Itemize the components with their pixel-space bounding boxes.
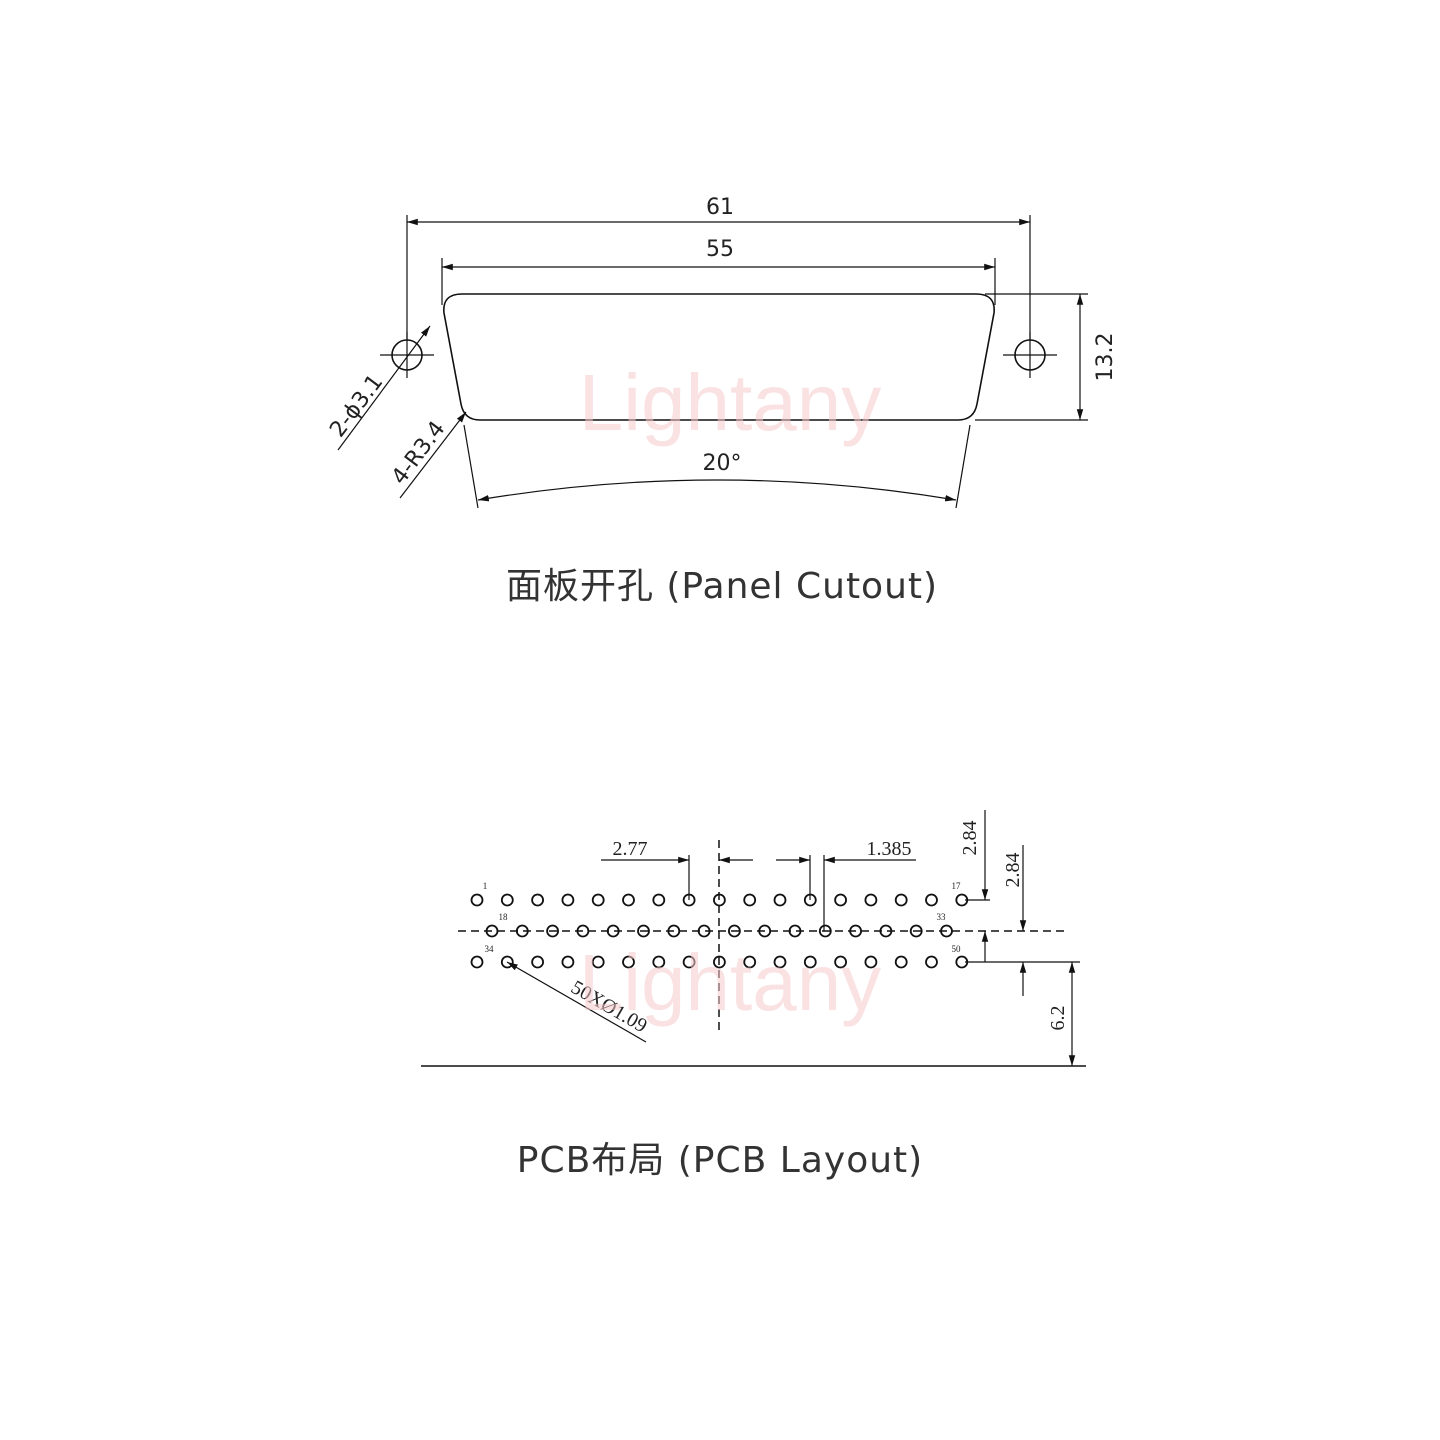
- d-sub-cutout-outline: [443, 293, 995, 421]
- pin-hole-47: [864, 955, 878, 969]
- pin-hole-36: [531, 955, 544, 969]
- pin-hole-19: [515, 924, 529, 938]
- pin-hole-4: [561, 893, 575, 907]
- pcb-pin-holes: [470, 893, 969, 969]
- pin-hole-18: [485, 924, 499, 938]
- pin-label-33: 33: [937, 912, 947, 922]
- pcb-layout-drawing: 1 17 18 33 34 50 2.77 1.385 2.84 2.84 6.…: [421, 810, 1086, 1067]
- pin-hole-45: [803, 955, 817, 969]
- pitch-label: 2.77: [613, 838, 648, 860]
- pin-hole-16: [925, 893, 938, 907]
- pin-hole-33: [940, 924, 953, 938]
- pin-hole-37: [561, 955, 575, 969]
- pin-hole-24: [667, 924, 681, 938]
- pin-hole-15: [894, 893, 908, 907]
- pin-hole-25: [697, 924, 711, 938]
- pin-hole-10: [743, 893, 757, 907]
- pin-hole-2: [500, 893, 514, 907]
- dim-angle-arc: [477, 479, 957, 502]
- pin-hole-42: [713, 955, 726, 969]
- panel-cutout-caption: 面板开孔 (Panel Cutout): [506, 566, 938, 607]
- pin-hole-26: [728, 924, 741, 938]
- pin-hole-13: [834, 893, 847, 907]
- watermark-panel: Lightany: [579, 358, 881, 447]
- pin-hole-6: [622, 893, 635, 907]
- edge-offset-label: 6.2: [1047, 1006, 1069, 1031]
- pin-hole-40: [652, 955, 666, 969]
- watermark-pcb: Lightany: [579, 938, 881, 1027]
- pin-hole-46: [834, 955, 847, 969]
- half-pitch-label: 1.385: [867, 838, 912, 860]
- pin-hole-7: [652, 893, 666, 907]
- pin-hole-44: [773, 955, 787, 969]
- leader-hole-size: [506, 961, 647, 1043]
- pin-hole-41: [682, 955, 696, 969]
- pcb-layout-caption: PCB布局 (PCB Layout): [517, 1140, 923, 1181]
- pin-hole-38: [591, 955, 605, 969]
- pin-hole-11: [773, 893, 787, 907]
- pin-hole-49: [925, 955, 938, 969]
- radius-label: 4-R3.4: [387, 417, 450, 490]
- pin-label-1: 1: [483, 881, 488, 891]
- mounting-hole-left: [380, 332, 434, 378]
- pin-hole-1: [470, 893, 484, 907]
- row-spacing-label-1: 2.84: [959, 821, 981, 856]
- pin-hole-43: [743, 955, 757, 969]
- pin-hole-22: [606, 924, 620, 938]
- dim-height-label: 13.2: [1093, 333, 1118, 382]
- row-spacing-label-2: 2.84: [1002, 853, 1024, 888]
- pin-hole-39: [622, 955, 635, 969]
- pin-hole-3: [531, 893, 544, 907]
- pin-hole-28: [788, 924, 802, 938]
- pin-hole-32: [909, 924, 923, 938]
- dim-body-label: 55: [706, 237, 734, 262]
- dim-angle-label: 20°: [703, 451, 742, 476]
- panel-cutout-drawing: 61 55 13.2 2-ϕ3.1 4-R3.4: [325, 195, 1118, 509]
- pin-hole-29: [818, 924, 832, 938]
- pin-hole-31: [879, 924, 893, 938]
- pin-hole-14: [864, 893, 878, 907]
- pin-hole-34: [470, 955, 484, 969]
- pin-hole-30: [849, 924, 862, 938]
- pin-hole-21: [576, 924, 590, 938]
- pin-label-17: 17: [952, 881, 962, 891]
- pin-label-18: 18: [499, 912, 509, 922]
- pin-label-50: 50: [952, 944, 962, 954]
- pin-hole-20: [546, 924, 559, 938]
- holes-label: 2-ϕ3.1: [325, 370, 388, 442]
- pin-hole-27: [758, 924, 772, 938]
- leader-holes: [337, 325, 431, 451]
- mounting-hole-right: [1003, 332, 1057, 378]
- pin-label-34: 34: [485, 944, 495, 954]
- dim-overall-label: 61: [706, 195, 734, 220]
- pin-hole-9: [713, 893, 726, 907]
- pin-hole-23: [637, 924, 650, 938]
- leader-radius: [399, 411, 467, 499]
- pin-hole-48: [894, 955, 908, 969]
- pin-hole-5: [591, 893, 605, 907]
